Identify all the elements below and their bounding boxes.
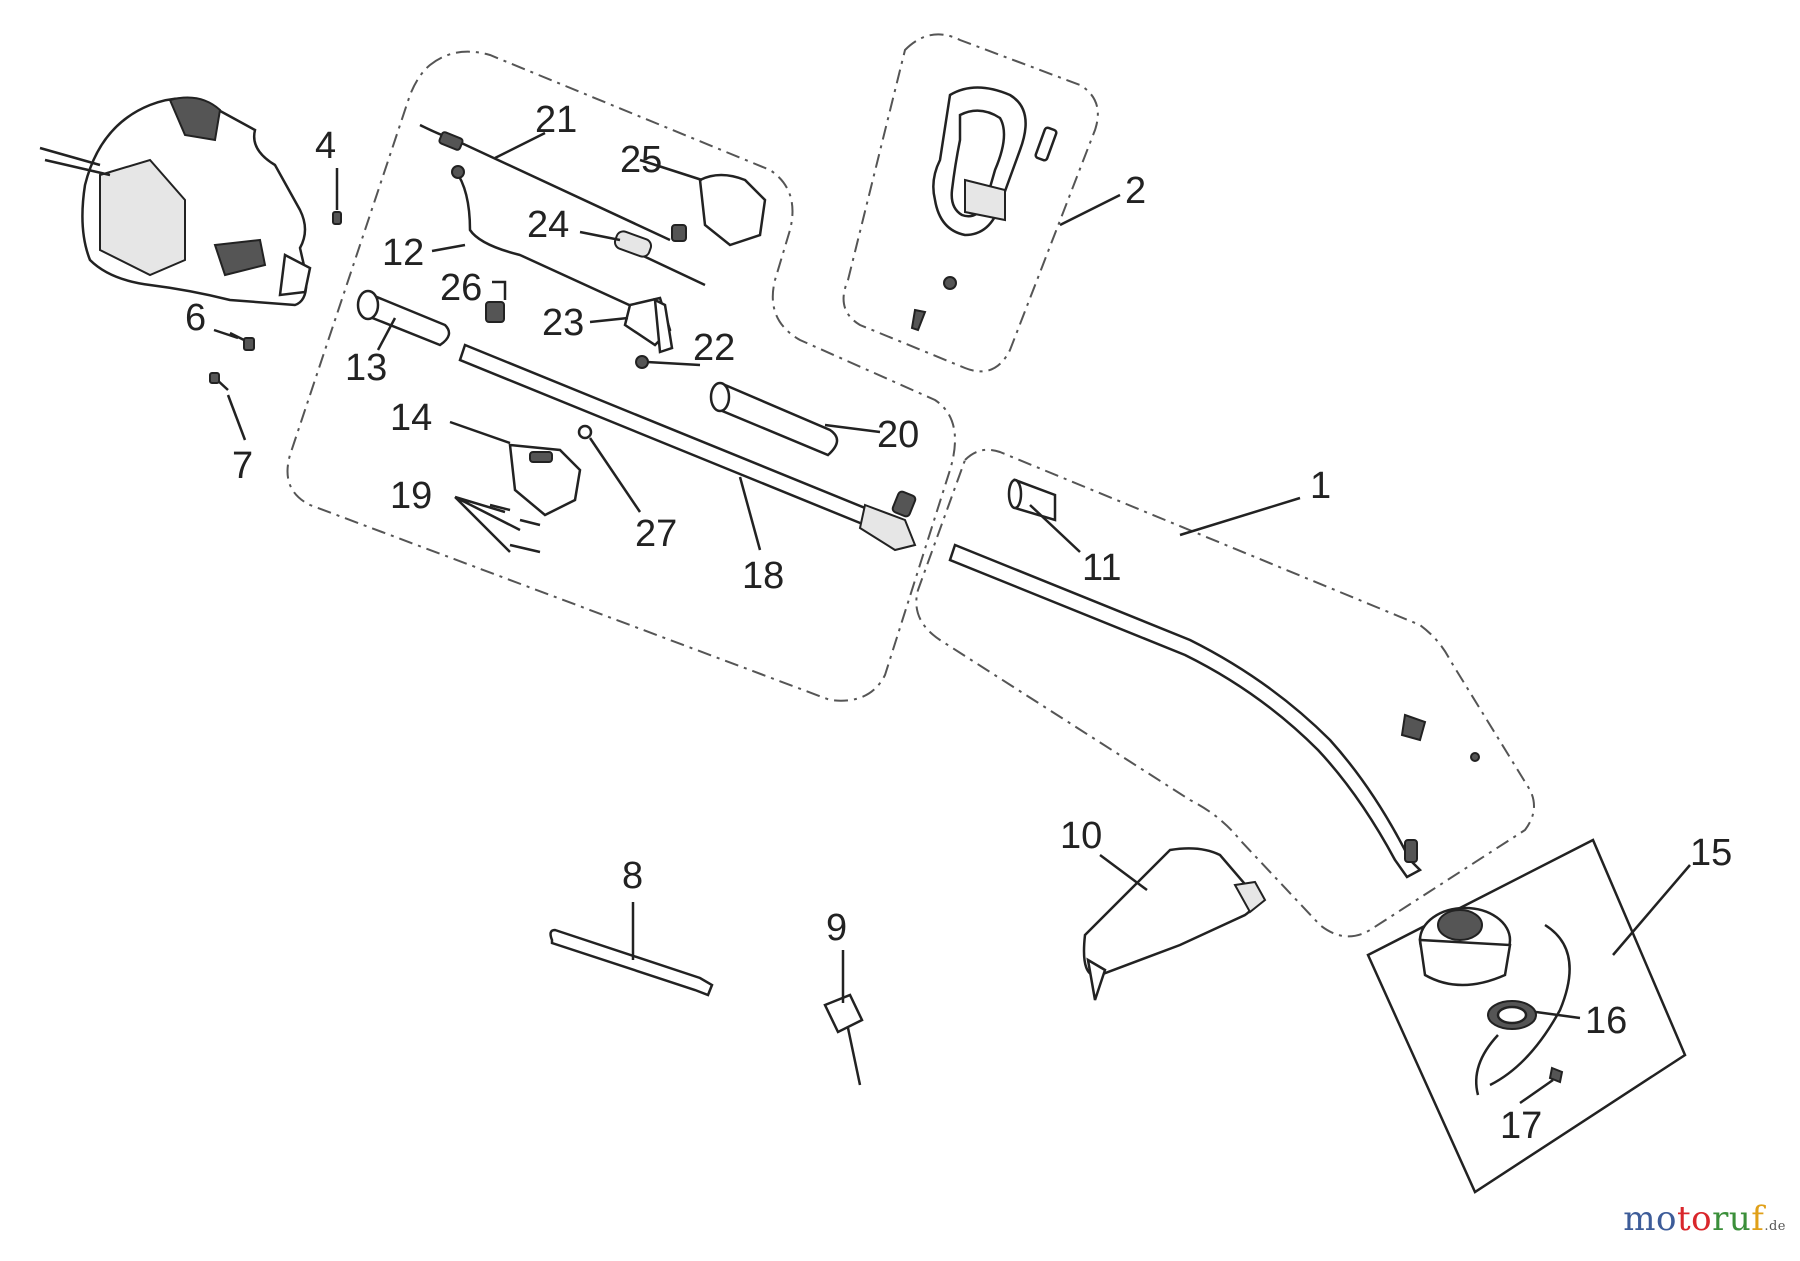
part-12-stop-wire [451, 165, 641, 312]
part-9-spark-plug-wrench [823, 993, 864, 1086]
watermark-logo: motoruf.de [1623, 1199, 1786, 1239]
leader-22 [646, 360, 701, 367]
callout-4: 4 [315, 125, 336, 167]
part-20-grip [709, 381, 839, 457]
watermark-part-2: to [1676, 1199, 1713, 1239]
callout-17: 17 [1500, 1105, 1542, 1147]
leader-19 [454, 495, 521, 553]
watermark-tld: .de [1764, 1219, 1786, 1234]
part-16-spool [1487, 1000, 1537, 1030]
leader-17 [1519, 1078, 1554, 1105]
part-11-sleeve [1007, 478, 1057, 522]
callout-12: 12 [382, 232, 424, 274]
part-6-screw [229, 331, 255, 351]
leader-26 [492, 280, 507, 300]
part-2-hanger [910, 86, 1058, 332]
part-26-spring [485, 301, 505, 323]
callout-14: 14 [390, 397, 432, 439]
callout-24: 24 [527, 204, 569, 246]
callout-2: 2 [1125, 170, 1146, 212]
part-18-upper-shaft [458, 343, 917, 552]
part-24-clip [613, 230, 706, 287]
part-10-guard [1082, 847, 1267, 1001]
callout-7: 7 [232, 445, 253, 487]
part-27-pin [577, 424, 593, 440]
engine-assembly [39, 96, 312, 307]
part-17-spring [1548, 1066, 1564, 1084]
leader-7 [226, 394, 247, 441]
leader-15 [1612, 864, 1691, 956]
leader-lines [213, 131, 1691, 1105]
trimmer-line [1489, 923, 1571, 1087]
part-4-screw [332, 211, 342, 225]
part-13-grip [356, 289, 451, 347]
leader-11 [1029, 504, 1081, 553]
leader-6 [213, 328, 239, 340]
callout-1: 1 [1310, 465, 1331, 507]
leader-2 [1059, 193, 1121, 227]
callout-22: 22 [693, 327, 735, 369]
leader-24 [579, 230, 621, 242]
part-19-screws [489, 503, 541, 554]
callout-9: 9 [826, 907, 847, 949]
leader-27 [588, 437, 642, 513]
leader-20 [824, 423, 881, 434]
part-14-clamp [508, 443, 582, 517]
part-23-trigger [623, 296, 674, 354]
part-15-trimmer-head [1418, 906, 1512, 987]
group-outline-shaft [915, 448, 1535, 938]
leader-16 [1535, 1010, 1581, 1020]
part-1-lower-shaft [948, 543, 1480, 879]
callout-26: 26 [440, 267, 482, 309]
callout-23: 23 [542, 302, 584, 344]
watermark-part-1: mo [1623, 1199, 1677, 1239]
watermark-part-4: f [1751, 1199, 1765, 1239]
trimmer-line-lower [1474, 1034, 1499, 1096]
leader-14 [449, 420, 511, 445]
callout-13: 13 [345, 347, 387, 389]
callout-20: 20 [877, 414, 919, 456]
leader-12 [431, 243, 466, 253]
callout-19: 19 [390, 475, 432, 517]
leader-13 [376, 317, 397, 351]
part-7-screw [209, 372, 229, 391]
callout-10: 10 [1060, 815, 1102, 857]
leader-10 [1099, 853, 1148, 892]
callout-numbers: 1 2 4 6 7 8 9 10 11 12 13 14 15 16 17 18… [185, 99, 1732, 1147]
callout-8: 8 [622, 855, 643, 897]
part-22-nut [635, 355, 649, 369]
part-25-handle-housing [671, 173, 767, 247]
callout-27: 27 [635, 513, 677, 555]
leader-1 [1179, 496, 1301, 537]
part-8-wrench [549, 928, 714, 997]
leader-21 [494, 131, 546, 160]
part-21-throttle-cable [419, 123, 671, 242]
callout-18: 18 [742, 555, 784, 597]
leader-18 [738, 476, 762, 551]
watermark-part-3: ru [1712, 1199, 1752, 1239]
callout-15: 15 [1690, 832, 1732, 874]
callout-6: 6 [185, 297, 206, 339]
callout-21: 21 [535, 99, 577, 141]
callout-11: 11 [1082, 547, 1121, 589]
leader-25 [639, 158, 703, 182]
trimmer-head-kit-box [1366, 838, 1687, 1194]
callout-25: 25 [620, 139, 662, 181]
leader-23 [589, 316, 629, 324]
group-outline-handle-assembly [286, 50, 956, 702]
callout-16: 16 [1585, 1000, 1627, 1042]
group-outline-hanger [842, 33, 1099, 373]
